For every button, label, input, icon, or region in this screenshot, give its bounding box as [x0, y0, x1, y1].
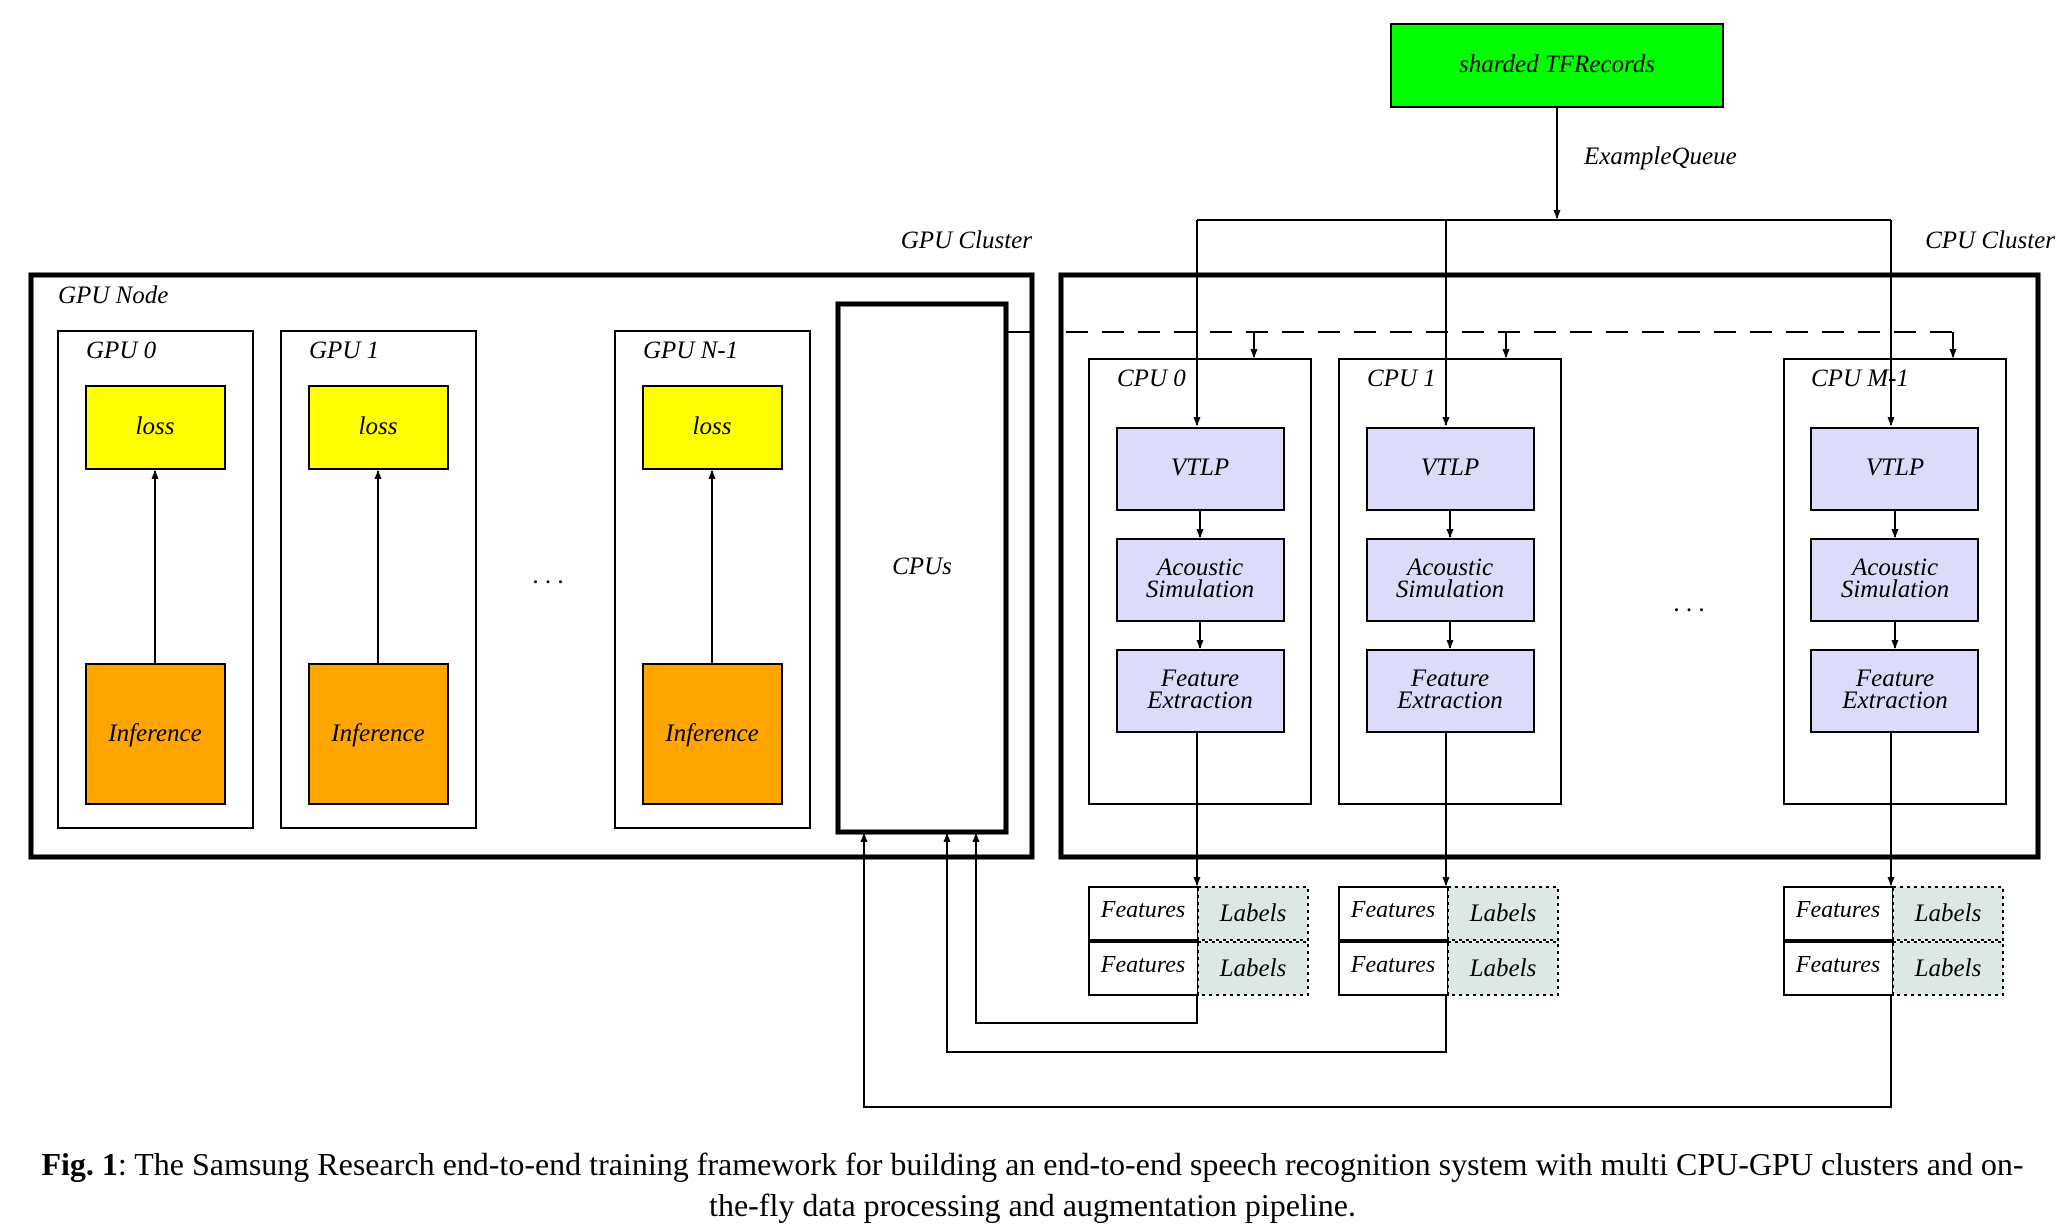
gpu-cluster-box	[28, 272, 1035, 860]
acoustic-simulation-box	[1116, 538, 1285, 622]
caption-text: : The Samsung Research end-to-end traini…	[117, 1146, 2024, 1223]
return-path-cpu-1	[943, 833, 1447, 1053]
gpu-ellipsis: . . .	[532, 562, 563, 589]
labels-label: Labels	[1914, 955, 1982, 982]
labels-label: Labels	[1219, 955, 1287, 982]
feature-queue: Features Labels Features Labels	[1088, 886, 1309, 996]
figure-caption: Fig. 1: The Samsung Research end-to-end …	[20, 1144, 2045, 1226]
gpu-title: GPU 0	[86, 337, 157, 364]
loss-box	[85, 385, 226, 470]
feature-extraction-box	[1810, 649, 1979, 733]
gpu-node-title: GPU Node	[58, 282, 168, 309]
labels-label: Labels	[1914, 900, 1982, 927]
feature-queue: Features Labels Features Labels	[1338, 886, 1559, 996]
gpu-title: GPU 1	[309, 337, 379, 364]
labels-label: Labels	[1469, 900, 1537, 927]
cpu-box	[1783, 358, 2007, 805]
gpu-title: GPU N-1	[643, 337, 738, 364]
feature-queue: Features Labels Features Labels	[1783, 886, 2004, 996]
inference-box	[308, 663, 449, 805]
labels-label: Labels	[1469, 955, 1537, 982]
loss-label: loss	[359, 413, 398, 440]
cpu-title: CPU 1	[1367, 365, 1436, 392]
vtlp-box	[1366, 427, 1535, 511]
cpu-box	[1088, 358, 1312, 805]
cpu-title: CPU 0	[1117, 365, 1186, 392]
cpu-title: CPU M-1	[1811, 365, 1909, 392]
cpu-cluster-title: CPU Cluster	[1925, 227, 2055, 254]
loss-box	[642, 385, 783, 470]
return-path-cpu-m-1	[860, 833, 1892, 1108]
gpu-box	[57, 330, 254, 829]
labels-label: Labels	[1219, 900, 1287, 927]
features-label: Features	[1100, 952, 1185, 978]
cpu-box	[1338, 358, 1562, 805]
return-path-cpu-0	[972, 833, 1198, 1024]
tfrecords-box	[1390, 23, 1724, 108]
inference-label: Inference	[664, 720, 758, 747]
tfrecords-label: sharded TFRecords	[1459, 51, 1655, 78]
loss-box	[308, 385, 449, 470]
inference-label: Inference	[330, 720, 424, 747]
inference-box	[642, 663, 783, 805]
host-cpus-label: CPUs	[892, 553, 952, 580]
features-label: Features	[1100, 897, 1185, 923]
inference-box	[85, 663, 226, 805]
acoustic-simulation-box	[1366, 538, 1535, 622]
feature-extraction-box	[1116, 649, 1285, 733]
loss-label: loss	[693, 413, 732, 440]
features-label: Features	[1350, 952, 1435, 978]
caption-label: Fig. 1	[41, 1146, 118, 1182]
vtlp-label: VTLP	[1866, 454, 1924, 481]
cpu-cluster-box	[1058, 272, 2041, 860]
vtlp-box	[1810, 427, 1979, 511]
features-label: Features	[1350, 897, 1435, 923]
vtlp-label: VTLP	[1171, 454, 1229, 481]
vtlp-label: VTLP	[1421, 454, 1479, 481]
host-cpus-box	[835, 301, 1009, 835]
gpu-cluster-title: GPU Cluster	[901, 227, 1033, 254]
gpu-box	[614, 330, 811, 829]
features-label: Features	[1795, 952, 1880, 978]
features-label: Features	[1795, 897, 1880, 923]
gpu-box	[280, 330, 477, 829]
cpu-ellipsis: . . .	[1673, 590, 1704, 617]
feature-extraction-box	[1366, 649, 1535, 733]
example-queue-label: ExampleQueue	[1583, 143, 1737, 170]
inference-label: Inference	[107, 720, 201, 747]
vtlp-box	[1116, 427, 1285, 511]
loss-label: loss	[136, 413, 175, 440]
